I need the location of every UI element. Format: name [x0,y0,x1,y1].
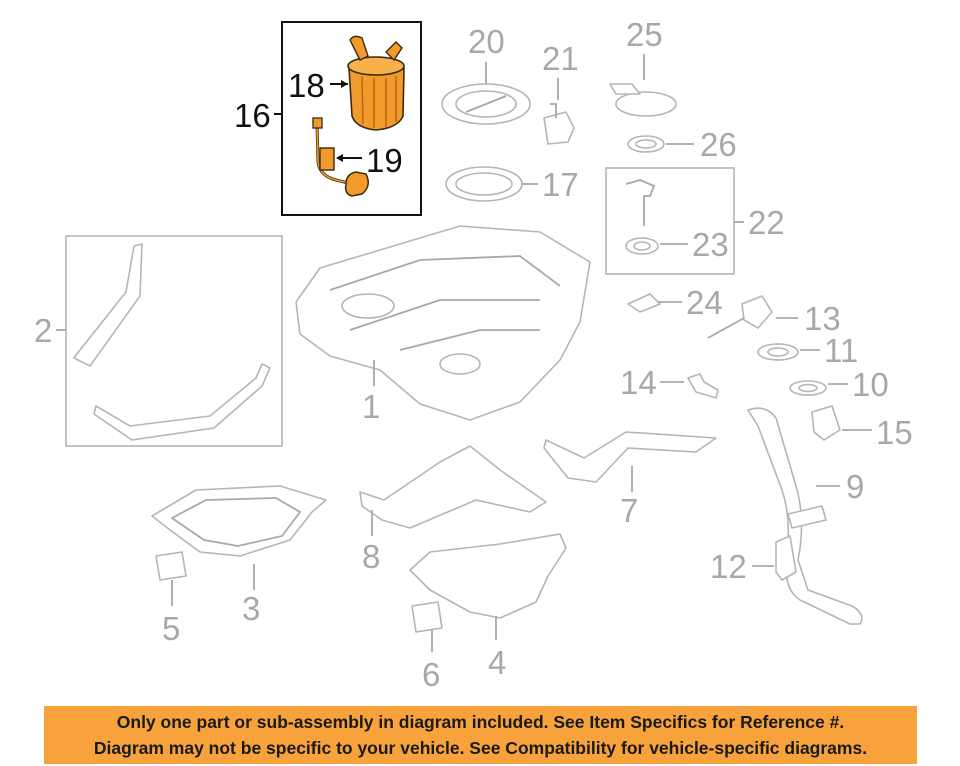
callout-7: 7 [620,492,638,529]
callout-6: 6 [422,656,440,693]
callout-1: 1 [362,388,380,425]
callout-26: 26 [700,126,737,163]
part-6-clip[interactable] [411,601,443,633]
disclaimer-banner: Only one part or sub-assembly in diagram… [44,706,917,764]
callout-3: 3 [242,590,260,627]
callout-9: 9 [846,468,864,505]
part-1-fuel-tank[interactable] [295,225,591,421]
callout-17: 17 [542,166,579,203]
callout-22: 22 [748,204,785,241]
callout-21: 21 [542,40,579,77]
callout-16: 16 [234,97,271,134]
banner-line-2: Diagram may not be specific to your vehi… [93,738,868,758]
callout-8: 8 [362,538,380,575]
part-8-protector[interactable] [359,445,547,529]
part-12-bracket[interactable] [775,535,797,581]
part-13-filler-cap[interactable] [707,295,773,339]
part-3-under-cover[interactable] [151,485,327,557]
callout-25: 25 [626,16,663,53]
group-box-2 [65,235,283,447]
part-19-fuel-level-sender[interactable] [312,117,369,197]
part-7-heat-shield[interactable] [543,431,717,483]
part-5-clip[interactable] [155,551,187,581]
callout-19: 19 [366,142,403,179]
callout-10: 10 [852,366,889,403]
group-box-22 [605,167,735,275]
part-14-bolt[interactable] [687,373,719,399]
callout-2: 2 [34,312,52,349]
part-24-grommet[interactable] [627,293,661,313]
part-9-filler-pipe[interactable] [747,407,863,625]
part-4-under-cover[interactable] [409,533,567,619]
callout-24: 24 [686,284,723,321]
part-10-seal[interactable] [789,380,827,396]
callout-11: 11 [824,332,858,369]
part-15-connector[interactable] [811,405,841,441]
part-25-cap-assembly[interactable] [609,83,677,117]
callout-15: 15 [876,414,913,451]
part-23-sensor-gasket[interactable] [625,179,659,255]
part-20-lock-ring[interactable] [441,83,531,125]
callout-12: 12 [710,548,747,585]
callout-23: 23 [692,226,729,263]
part-11-seal[interactable] [757,343,799,361]
callout-5: 5 [162,610,180,647]
part-26-seal[interactable] [627,135,665,153]
highlight-group-16: 18 19 16 [234,21,422,216]
callout-13: 13 [804,300,841,337]
part-21-check-valve[interactable] [543,103,575,145]
part-18-fuel-pump-module[interactable] [347,35,405,131]
banner-line-1: Only one part or sub-assembly in diagram… [116,712,845,732]
callout-18: 18 [288,67,325,104]
callout-4: 4 [488,644,506,681]
callout-14: 14 [620,364,657,401]
part-17-gasket[interactable] [445,166,523,202]
part-2-tank-straps[interactable] [73,243,271,441]
callout-20: 20 [468,23,505,60]
